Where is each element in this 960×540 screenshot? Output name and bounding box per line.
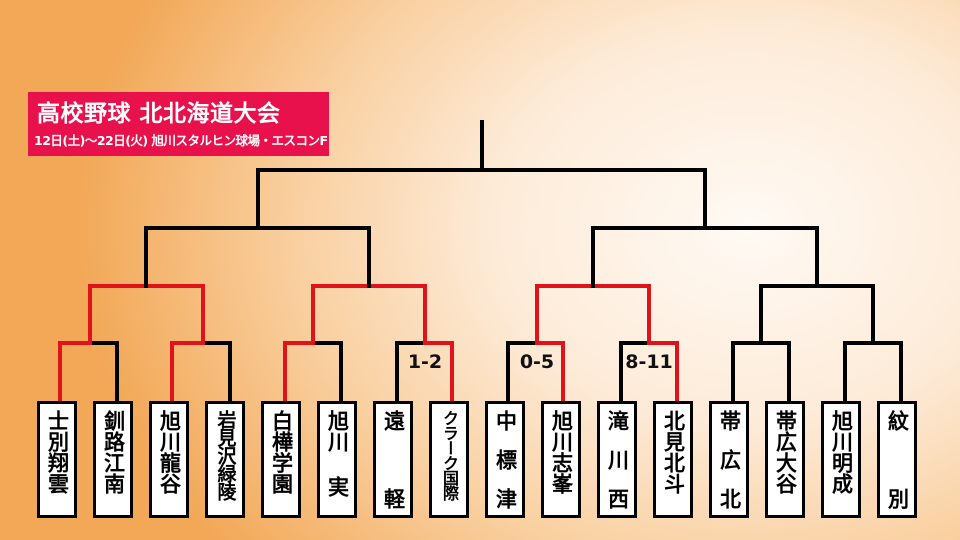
r1-line-13 xyxy=(731,341,763,403)
r4-line-1 xyxy=(256,168,707,230)
team-name-part: 帯 xyxy=(717,410,742,431)
team-name-part: 広 xyxy=(717,449,742,470)
team-nakashibetsu: 中標津 xyxy=(485,401,525,518)
team-engaru: 遠軽 xyxy=(373,401,413,518)
team-iwamizawa-ryokuryo: 岩見沢緑陵 xyxy=(205,401,245,518)
r1-line-10 xyxy=(535,341,565,403)
team-name-part: 中 xyxy=(493,410,518,431)
r2-line-6 xyxy=(591,284,651,345)
team-obihiro-otani: 帯広大谷 xyxy=(765,401,805,518)
team-monbetsu: 紋別 xyxy=(877,401,917,518)
team-takigawa-nishi: 滝川西 xyxy=(597,401,637,518)
team-kitami-hokuto: 北見北斗 xyxy=(653,401,693,518)
r1-line-4 xyxy=(201,341,232,403)
tournament-schedule: 12日(土)〜22日(火) 旭川スタルヒン球場・エスコンF xyxy=(34,133,328,148)
team-name-part: 滝 xyxy=(605,410,630,431)
r1-line-9 xyxy=(506,341,539,403)
r1-line-5 xyxy=(283,341,315,403)
score-takigawa-kitami: 8-11 xyxy=(625,351,673,373)
score-nakashibetsu-shiho: 0-5 xyxy=(519,351,555,373)
team-obihiro-kita: 帯広北 xyxy=(709,401,749,518)
team-name-part: 軽 xyxy=(381,488,406,509)
r1-line-15 xyxy=(843,341,875,403)
score-enkei-clark: 1-2 xyxy=(407,351,443,373)
r1-line-2 xyxy=(88,341,119,403)
r1-line-8 xyxy=(423,341,454,403)
r2-line-7 xyxy=(759,284,819,345)
team-name-part: 別 xyxy=(885,488,910,509)
team-shirakaba-gakuen: 白樺学園 xyxy=(261,401,301,518)
team-asahikawa-ryukoku: 旭川龍谷 xyxy=(149,401,189,518)
team-name-part: 標 xyxy=(493,449,518,470)
team-name-part: 遠 xyxy=(381,410,406,431)
team-clark-kokusai: クラーク国際 xyxy=(429,401,469,518)
team-name-part: 西 xyxy=(605,488,630,509)
r1-line-16 xyxy=(871,341,903,403)
r3-line-2 xyxy=(591,226,819,288)
r1-line-14 xyxy=(759,341,791,403)
r2-line-4 xyxy=(367,284,427,345)
team-asahikawa-jitsugyo: 旭川 実 xyxy=(317,401,357,518)
team-asahikawa-meisei: 旭川明成 xyxy=(821,401,861,518)
r2-line-1 xyxy=(88,284,148,345)
r1-line-6 xyxy=(311,341,343,403)
team-asahikawa-shiho: 旭川志峯 xyxy=(541,401,581,518)
r1-line-7 xyxy=(395,341,427,403)
r2-line-5 xyxy=(535,284,595,345)
r3-line-1 xyxy=(144,226,371,288)
r1-line-3 xyxy=(170,341,205,403)
team-name-part: 津 xyxy=(493,488,518,509)
team-name-part: 紋 xyxy=(885,410,910,431)
r2-line-8 xyxy=(815,284,875,345)
team-kushiro-konan: 釧路江南 xyxy=(93,401,133,518)
r2-line-3 xyxy=(311,284,371,345)
team-name-part: 北 xyxy=(717,488,742,509)
r1-line-12 xyxy=(647,341,679,403)
r2-line-2 xyxy=(144,284,205,345)
team-shibetsu-shoun: 士別翔雲 xyxy=(37,401,77,518)
r1-line-1 xyxy=(58,341,92,403)
title-banner: 高校野球 北北海道大会 12日(土)〜22日(火) 旭川スタルヒン球場・エスコン… xyxy=(28,92,329,156)
tournament-title: 高校野球 北北海道大会 xyxy=(37,101,281,127)
team-name-part: 川 xyxy=(605,449,630,470)
r1-line-11 xyxy=(619,341,651,403)
